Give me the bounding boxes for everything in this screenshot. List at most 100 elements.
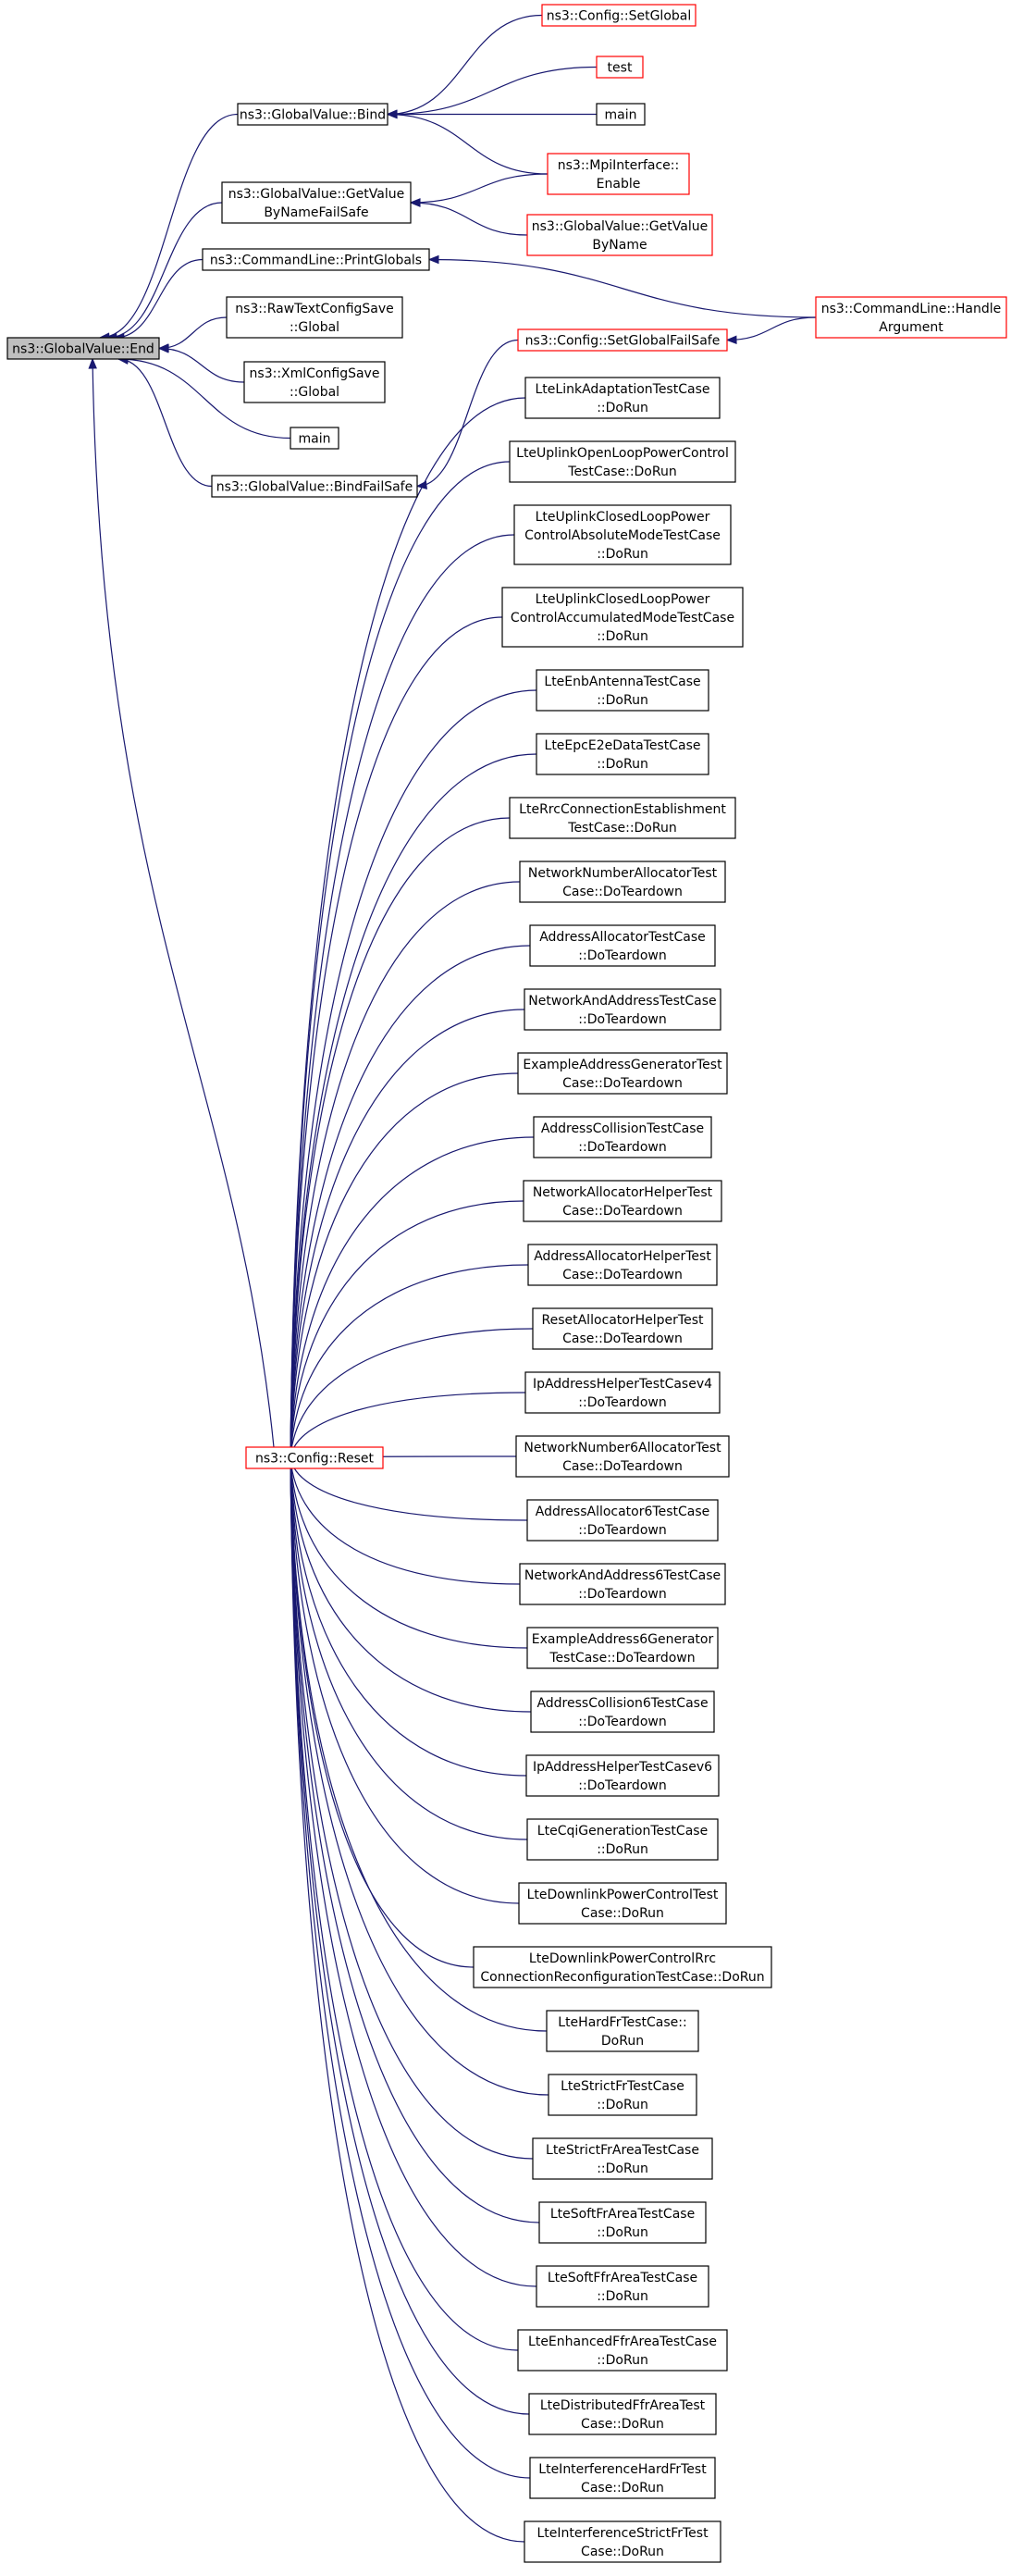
node-r19[interactable]: NetworkAndAddress6TestCase::DoTeardown: [519, 1563, 726, 1605]
node-r17[interactable]: NetworkNumber6AllocatorTestCase::DoTeard…: [515, 1435, 730, 1478]
call-edge-r07-to-reset: [290, 817, 511, 1458]
node-r04[interactable]: LteUplinkClosedLoopPowerControlAccumulat…: [501, 587, 744, 648]
node-r10[interactable]: NetworkAndAddressTestCase::DoTeardown: [524, 988, 721, 1031]
node-label-line: Case::DoTeardown: [562, 1204, 683, 1219]
node-bindfailsafe[interactable]: ns3::GlobalValue::BindFailSafe: [211, 475, 418, 498]
arrowhead-reset-to-end: [88, 357, 97, 369]
node-r14[interactable]: AddressAllocatorHelperTestCase::DoTeardo…: [527, 1244, 718, 1286]
node-label-line: AddressAllocatorTestCase: [539, 930, 706, 945]
call-edge-bind-to-end: [99, 113, 239, 339]
node-label-line: LteUplinkClosedLoopPower: [536, 592, 710, 607]
node-label-line: ns3::GlobalValue::GetValue: [532, 219, 708, 234]
node-main2[interactable]: main: [596, 103, 646, 126]
node-box: [532, 1307, 713, 1350]
node-r09[interactable]: AddressAllocatorTestCase::DoTeardown: [529, 924, 716, 967]
node-box: [526, 1499, 719, 1542]
call-edge-r25-to-reset: [290, 1457, 475, 1968]
node-box: [518, 1882, 727, 1925]
node-end[interactable]: ns3::GlobalValue::End: [6, 337, 160, 360]
node-label-line: test: [608, 61, 633, 76]
node-setglobal[interactable]: ns3::Config::SetGlobal: [541, 4, 697, 27]
node-label-line: Case::DoTeardown: [562, 1331, 683, 1346]
node-r05[interactable]: LteEnbAntennaTestCase::DoRun: [536, 669, 709, 712]
node-r16[interactable]: IpAddressHelperTestCasev4::DoTeardown: [524, 1371, 721, 1414]
node-label-line: ::DoTeardown: [578, 948, 666, 963]
node-label-line: ::DoRun: [597, 1842, 648, 1857]
node-r28[interactable]: LteStrictFrAreaTestCase::DoRun: [532, 2137, 713, 2180]
node-r23[interactable]: LteCqiGenerationTestCase::DoRun: [526, 1818, 719, 1861]
node-r18[interactable]: AddressAllocator6TestCase::DoTeardown: [526, 1499, 719, 1542]
node-test[interactable]: test: [596, 56, 644, 79]
node-r02[interactable]: LteUplinkOpenLoopPowerControlTestCase::D…: [509, 440, 736, 483]
node-label-line: LteInterferenceStrictFrTest: [536, 2526, 709, 2541]
node-rawtext[interactable]: ns3::RawTextConfigSave::Global: [226, 296, 403, 339]
node-label-line: LteEnbAntennaTestCase: [544, 675, 700, 689]
node-label-line: ns3::Config::SetGlobalFailSafe: [525, 334, 721, 349]
node-label-line: LteCqiGenerationTestCase: [537, 1824, 708, 1839]
node-bind[interactable]: ns3::GlobalValue::Bind: [237, 103, 388, 126]
node-r31[interactable]: LteEnhancedFfrAreaTestCase::DoRun: [517, 2329, 728, 2372]
node-label-line: LteUplinkOpenLoopPowerControl: [516, 446, 729, 461]
call-edge-setglobal-to-bind: [387, 14, 543, 116]
call-edge-bindfailsafe-to-end: [117, 358, 213, 488]
node-box: [532, 2137, 713, 2180]
node-r12[interactable]: AddressCollisionTestCase::DoTeardown: [533, 1116, 712, 1158]
node-label-line: ::DoRun: [597, 401, 648, 415]
call-edge-r22-to-reset: [290, 1457, 527, 1777]
call-edge-printglobals-to-end: [114, 258, 203, 339]
node-label-line: DoRun: [601, 2034, 644, 2049]
node-r13[interactable]: NetworkAllocatorHelperTestCase::DoTeardo…: [523, 1180, 722, 1222]
node-r20[interactable]: ExampleAddress6GeneratorTestCase::DoTear…: [526, 1627, 719, 1669]
node-label-line: NetworkAndAddressTestCase: [528, 994, 716, 1009]
node-r07[interactable]: LteRrcConnectionEstablishmentTestCase::D…: [509, 797, 736, 839]
node-setglobalfailsafe[interactable]: ns3::Config::SetGlobalFailSafe: [517, 328, 728, 352]
call-edge-r18-to-reset: [290, 1457, 528, 1521]
node-reset[interactable]: ns3::Config::Reset: [245, 1446, 384, 1469]
edges-layer: [88, 14, 817, 2543]
node-box: [237, 103, 388, 126]
node-label-line: ::DoRun: [597, 2353, 648, 2368]
node-r29[interactable]: LteSoftFrAreaTestCase::DoRun: [538, 2201, 707, 2244]
node-r06[interactable]: LteEpcE2eDataTestCase::DoRun: [536, 733, 709, 775]
arrowhead-handleargument-to-printglobals: [427, 254, 439, 265]
node-xmlconfig[interactable]: ns3::XmlConfigSave::Global: [243, 361, 386, 403]
node-label-line: LteRrcConnectionEstablishment: [519, 802, 726, 817]
node-r21[interactable]: AddressCollision6TestCase::DoTeardown: [530, 1690, 715, 1733]
node-main1[interactable]: main: [290, 427, 339, 450]
node-label-line: ns3::RawTextConfigSave: [235, 302, 394, 316]
node-mpienable[interactable]: ns3::MpiInterface::Enable: [547, 153, 690, 195]
node-r26[interactable]: LteHardFrTestCase::DoRun: [546, 2010, 699, 2052]
node-r03[interactable]: LteUplinkClosedLoopPowerControlAbsoluteM…: [513, 504, 732, 565]
call-edge-r23-to-reset: [290, 1457, 528, 1840]
node-label-line: ::DoRun: [597, 2225, 648, 2240]
node-r22[interactable]: IpAddressHelperTestCasev6::DoTeardown: [525, 1754, 720, 1797]
node-label-line: ::DoRun: [597, 629, 648, 644]
node-label-line: LteHardFrTestCase::: [558, 2015, 686, 2030]
node-box: [524, 2520, 721, 2563]
node-r08[interactable]: NetworkNumberAllocatorTestCase::DoTeardo…: [519, 861, 726, 903]
call-edge-getvaluebyname-to-getvalue_failsafe: [410, 202, 528, 236]
call-edge-getvalue_failsafe-to-end: [106, 202, 223, 339]
node-box: [536, 2265, 709, 2308]
node-label-line: main: [299, 432, 331, 447]
node-r30[interactable]: LteSoftFfrAreaTestCase::DoRun: [536, 2265, 709, 2308]
node-r01[interactable]: LteLinkAdaptationTestCase::DoRun: [524, 377, 721, 419]
node-box: [6, 337, 160, 360]
node-box: [548, 2074, 697, 2116]
node-r11[interactable]: ExampleAddressGeneratorTestCase::DoTeard…: [517, 1052, 728, 1095]
node-r25[interactable]: LteDownlinkPowerControlRrcConnectionReco…: [473, 1946, 772, 1988]
node-box: [526, 1627, 719, 1669]
node-box: [596, 103, 646, 126]
node-r27[interactable]: LteStrictFrTestCase::DoRun: [548, 2074, 697, 2116]
node-printglobals[interactable]: ns3::CommandLine::PrintGlobals: [202, 248, 430, 271]
node-label-line: LteSoftFrAreaTestCase: [550, 2207, 695, 2222]
node-box: [596, 56, 644, 79]
